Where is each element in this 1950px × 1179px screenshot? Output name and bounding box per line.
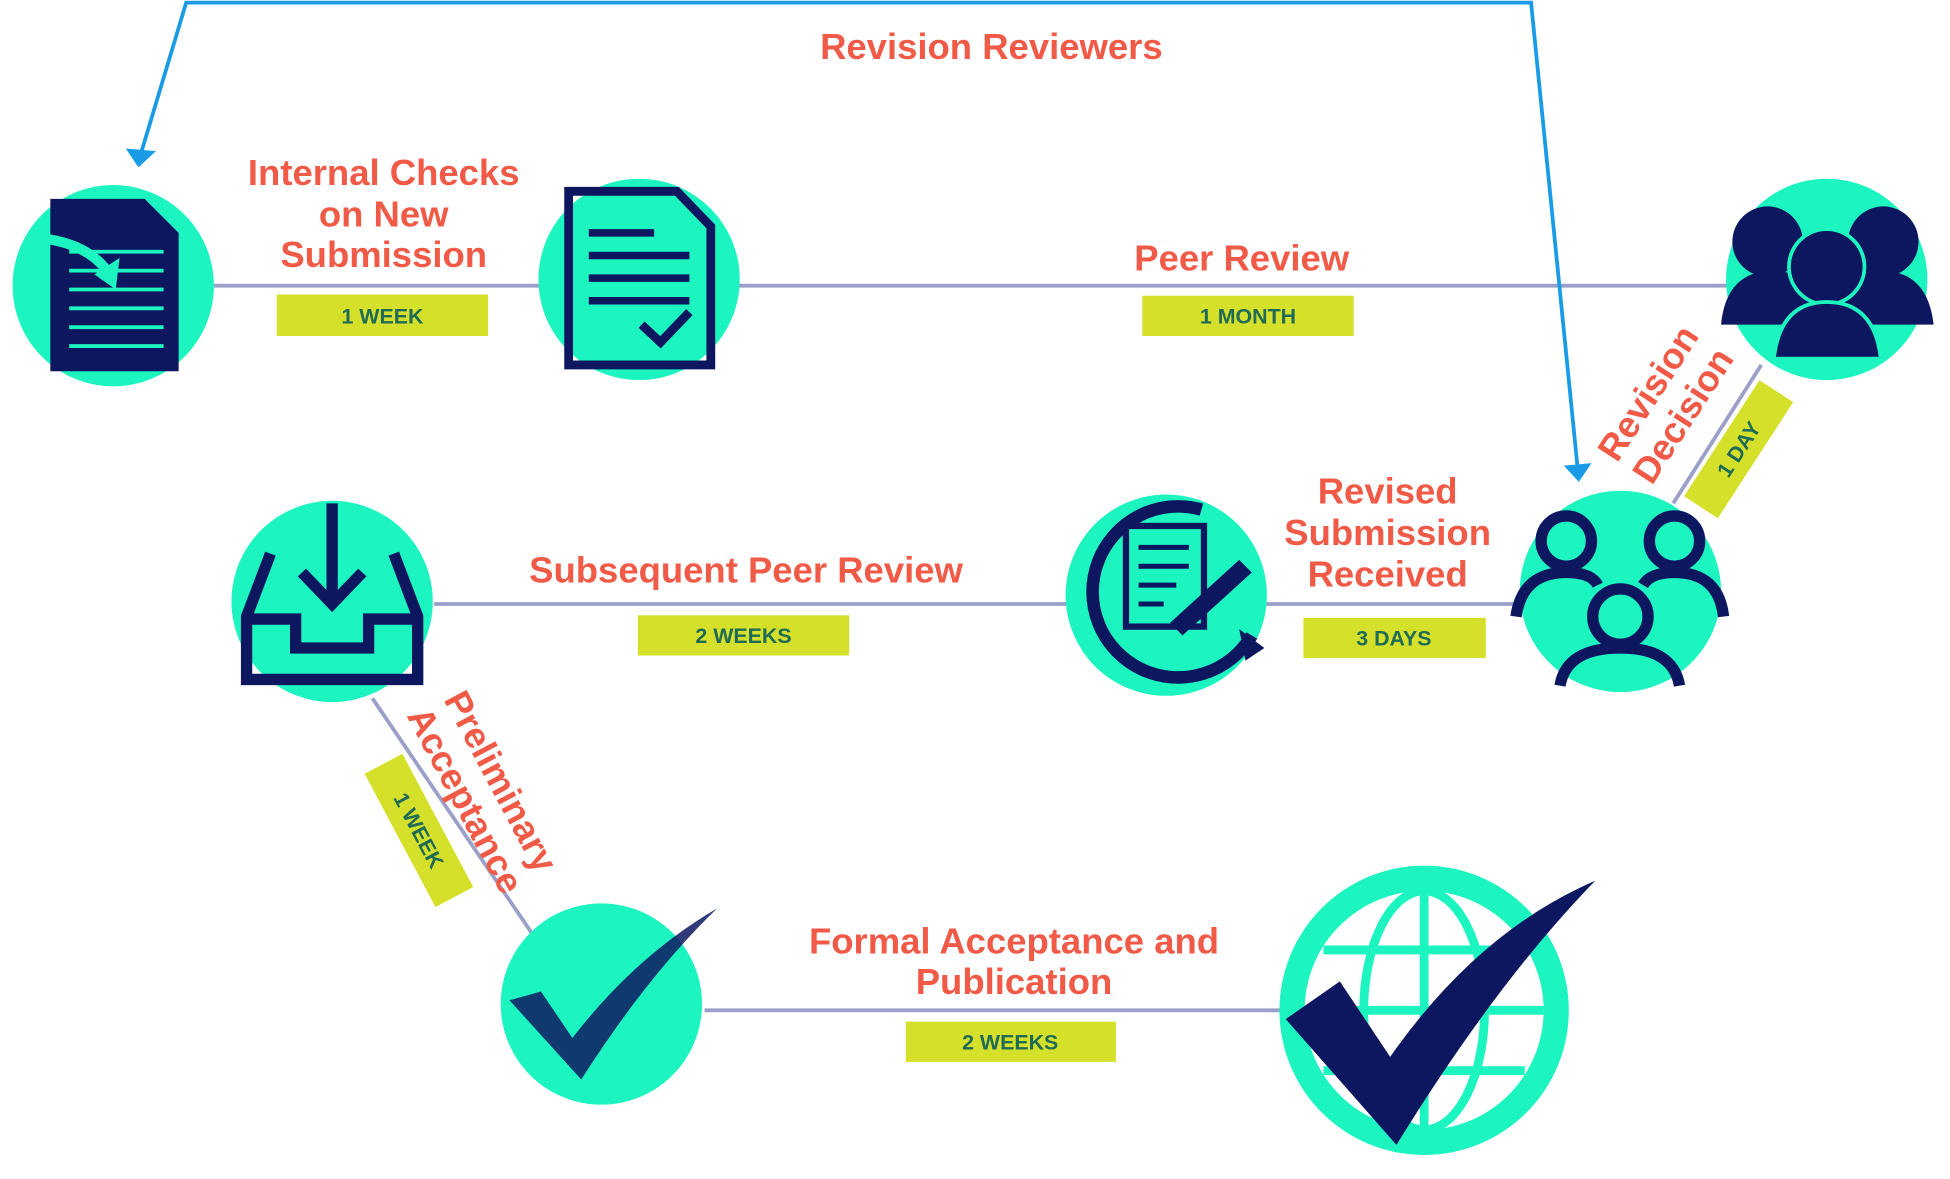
revised-submission-icon (1065, 494, 1267, 696)
revision-reviewers-arrow (139, 0, 1580, 469)
svg-text:2 WEEKS: 2 WEEKS (962, 1030, 1058, 1054)
svg-text:Submission: Submission (280, 234, 487, 275)
svg-text:Internal Checks: Internal Checks (248, 152, 520, 193)
arrowhead-icon (125, 148, 156, 168)
revision-reviewers-title: Revision Reviewers (820, 26, 1163, 67)
svg-text:Received: Received (1308, 553, 1468, 594)
formal-acceptance-label: Formal Acceptance and Publication (809, 921, 1219, 1002)
svg-text:Publication: Publication (916, 961, 1113, 1002)
formal-acceptance-duration-badge: 2 WEEKS (905, 1021, 1116, 1062)
internal-checks-label: Internal Checks on New Submission (248, 152, 520, 275)
connector-revision-decision (1671, 363, 1763, 505)
revision-reviewers-icon (1510, 490, 1730, 693)
svg-text:Formal Acceptance and: Formal Acceptance and (809, 921, 1219, 962)
svg-text:Submission: Submission (1284, 512, 1491, 553)
internal-checks-duration-badge: 1 WEEK (276, 294, 489, 336)
svg-text:Revised: Revised (1318, 470, 1458, 511)
svg-text:on New: on New (319, 194, 449, 235)
preliminary-checkmark-icon (500, 903, 718, 1105)
inbox-download-icon (231, 500, 433, 703)
svg-text:1 WEEK: 1 WEEK (341, 304, 424, 328)
connector-preliminary (370, 697, 537, 939)
revised-submission-duration-badge: 3 DAYS (1303, 617, 1486, 659)
svg-text:1 MONTH: 1 MONTH (1200, 304, 1296, 328)
svg-text:2 WEEKS: 2 WEEKS (695, 624, 791, 648)
revised-submission-label: Revised Submission Received (1284, 470, 1491, 594)
subsequent-peer-review-label: Subsequent Peer Review (529, 550, 963, 591)
new-submission-document-icon (12, 185, 214, 387)
peer-review-duration-badge: 1 MONTH (1142, 295, 1354, 336)
checklist-document-icon (538, 178, 740, 381)
arrowhead-icon (1563, 463, 1592, 482)
globe-publication-icon (1279, 865, 1596, 1155)
subsequent-review-duration-badge: 2 WEEKS (637, 615, 850, 656)
peer-review-label: Peer Review (1134, 238, 1350, 279)
svg-text:3 DAYS: 3 DAYS (1356, 626, 1431, 650)
peer-reviewers-group-icon (1721, 178, 1934, 381)
